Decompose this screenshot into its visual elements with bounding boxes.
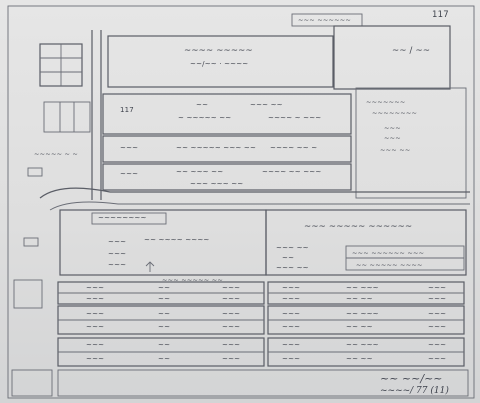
left-marker-lower	[23, 237, 39, 247]
sheet-number: 117	[432, 10, 449, 20]
plot-row-1	[102, 93, 352, 135]
middle-right-plot	[265, 209, 467, 276]
lower-row-1-a: ~~~	[86, 284, 105, 292]
mid-right-a: ~~~ ~~	[276, 244, 309, 252]
lower-row-4-b: ~~	[158, 323, 171, 331]
lower-row-5-e: ~~ ~~~	[346, 341, 379, 349]
mid-right-head: ~~~ ~~~~~ ~~~~~~	[304, 222, 413, 232]
row3-b: ~~ ~~~ ~~	[176, 168, 224, 176]
row3-d: ~~~ ~~~ ~~	[190, 180, 244, 188]
lower-row-5-a: ~~~	[86, 341, 105, 349]
divider-note: ~~~ ~~~~~ ~~	[162, 276, 223, 284]
side-note: ~~ / ~~	[392, 46, 431, 56]
right-note-4: ~~~	[384, 134, 401, 142]
lower-plot-grid	[57, 281, 465, 367]
top-right-plot	[333, 25, 451, 90]
lower-row-6-e: ~~ ~~	[346, 355, 373, 363]
lower-row-5-c: ~~~	[222, 341, 241, 349]
plot-row-2	[102, 135, 352, 163]
lower-row-3-c: ~~~	[222, 310, 241, 318]
lower-row-3-e: ~~ ~~~	[346, 310, 379, 318]
right-note-2: ~~~~~~~~	[372, 109, 418, 117]
lower-row-2-e: ~~ ~~	[346, 295, 373, 303]
row3-a: ~~~	[120, 170, 139, 178]
lower-row-1-c: ~~~	[222, 284, 241, 292]
lower-row-5-d: ~~~	[282, 341, 301, 349]
lower-row-6-b: ~~	[158, 355, 171, 363]
lower-row-4-e: ~~ ~~	[346, 323, 373, 331]
right-side-plot	[355, 87, 467, 199]
lower-row-3-f: ~~~	[428, 310, 447, 318]
left-marker-upper	[27, 167, 43, 177]
right-note-1: ~~~~~~~	[366, 98, 406, 106]
row1-c: ~~~ ~~	[250, 101, 283, 109]
bottom-left-marker	[13, 279, 43, 309]
bottom-strip-plot	[57, 369, 469, 397]
road-curve	[39, 187, 470, 199]
outer-border	[7, 5, 475, 399]
row2-c: ~~~~ ~~ ~	[270, 144, 318, 152]
row3-c: ~~~~ ~~ ~~~	[262, 168, 322, 176]
mid-left-a: ~~~	[108, 238, 127, 246]
row1-e: ~~~~ ~ ~~~	[268, 114, 322, 122]
left-label: ~~~~~ ~ ~	[34, 150, 79, 158]
right-note-5: ~~~ ~~	[380, 146, 411, 154]
north-arrow	[145, 261, 155, 272]
mid-right-box2: ~~ ~~~~~ ~~~~	[356, 261, 423, 269]
lower-row-6-f: ~~~	[428, 355, 447, 363]
mid-left-c: ~~~	[108, 250, 127, 258]
mid-left-d: ~~~	[108, 261, 127, 269]
lower-row-4-f: ~~~	[428, 323, 447, 331]
signature-reference: ~~~~/ 77 (11)	[380, 386, 449, 396]
row1-b: ~~	[196, 101, 209, 109]
lower-row-2-f: ~~~	[428, 295, 447, 303]
top-large-plot	[107, 35, 334, 88]
signature: ~~ ~~/~~	[380, 372, 443, 385]
mid-right-box1: ~~~ ~~~~~~ ~~~	[352, 249, 425, 257]
lower-row-5-f: ~~~	[428, 341, 447, 349]
row1-a: 117	[120, 106, 134, 114]
bottom-left-corner-plot	[11, 369, 53, 397]
lower-row-2-b: ~~	[158, 295, 171, 303]
lower-row-3-a: ~~~	[86, 310, 105, 318]
lower-row-2-d: ~~~	[282, 295, 301, 303]
lower-row-1-f: ~~~	[428, 284, 447, 292]
right-note-3: ~~~	[384, 124, 401, 132]
lower-row-1-b: ~~	[158, 284, 171, 292]
mid-left-tag: ~~~~~~~~	[98, 214, 147, 222]
middle-left-tag-box	[91, 212, 167, 225]
row1-d: ~ ~~~~~ ~~	[178, 114, 232, 122]
lower-row-4-a: ~~~	[86, 323, 105, 331]
lower-row-2-c: ~~~	[222, 295, 241, 303]
top-block-line2: ~~/~~ · ~~~~	[190, 60, 249, 68]
mid-right-b: ~~	[282, 254, 295, 262]
lower-row-6-a: ~~~	[86, 355, 105, 363]
mid-left-b: ~~ ~~~~ ~~~~	[144, 236, 210, 244]
header-stamp-box	[291, 13, 363, 27]
top-block-line1: ~~~~ ~~~~~	[184, 46, 253, 56]
lower-row-1-d: ~~~	[282, 284, 301, 292]
row2-b: ~~ ~~~~~ ~~~ ~~	[176, 144, 257, 152]
row2-a: ~~~	[120, 144, 139, 152]
lower-row-5-b: ~~	[158, 341, 171, 349]
lower-row-6-d: ~~~	[282, 355, 301, 363]
lower-row-4-c: ~~~	[222, 323, 241, 331]
lower-row-3-d: ~~~	[282, 310, 301, 318]
mid-right-c: ~~~ ~~	[276, 264, 309, 272]
lower-row-2-a: ~~~	[86, 295, 105, 303]
lower-row-4-d: ~~~	[282, 323, 301, 331]
lower-row-3-b: ~~	[158, 310, 171, 318]
lower-row-6-c: ~~~	[222, 355, 241, 363]
header-note: ~~~ ~~~~~~	[298, 16, 352, 24]
plot-row-3	[102, 163, 352, 191]
lower-row-1-e: ~~ ~~~	[346, 284, 379, 292]
left-notched-plot	[43, 101, 91, 133]
